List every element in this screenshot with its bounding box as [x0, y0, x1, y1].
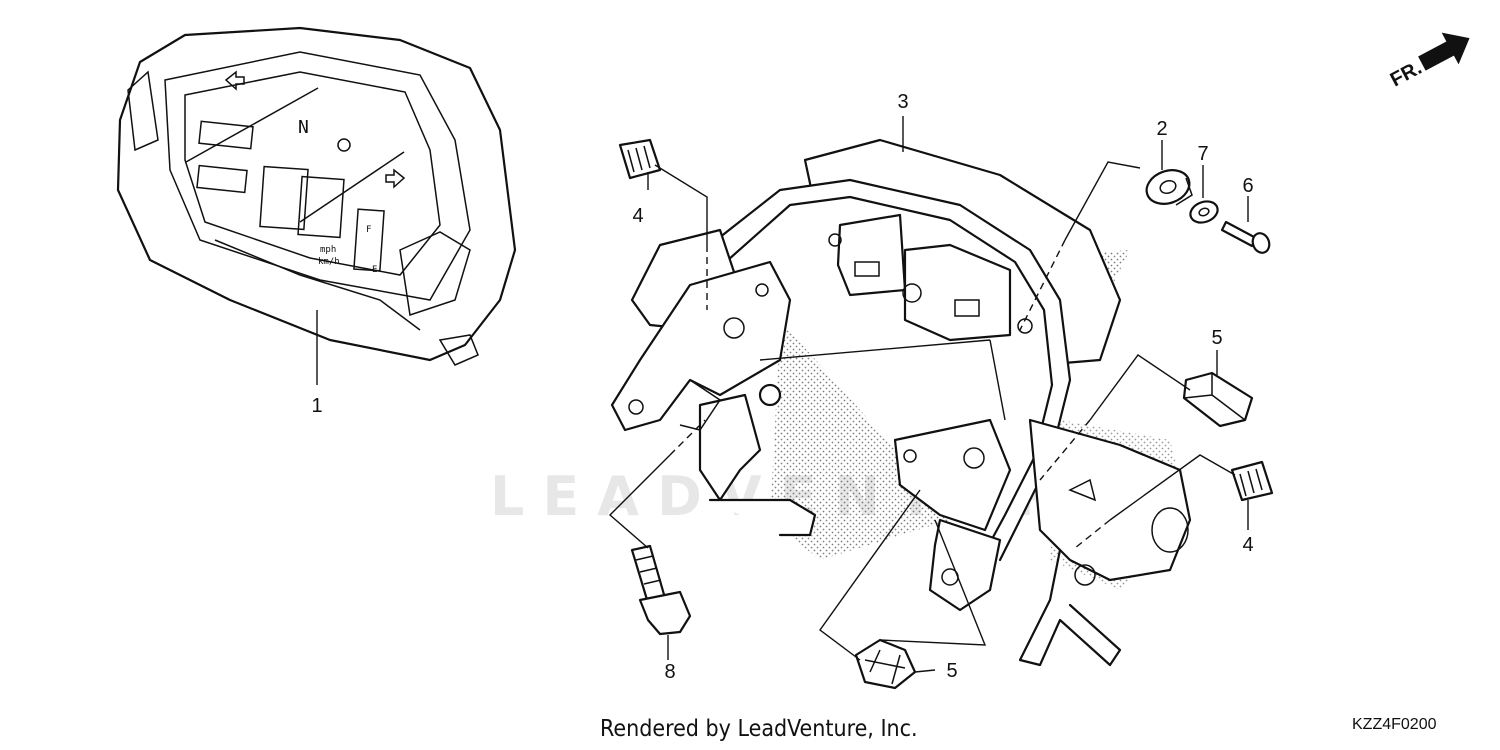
footer-credit: Rendered by LeadVenture, Inc. — [600, 716, 918, 742]
front-indicator: FR. — [1387, 32, 1470, 92]
callout-4-left: 4 — [632, 205, 643, 227]
fuel-full-label: F — [366, 225, 371, 235]
callout-5-lower: 5 — [946, 660, 957, 682]
callout-2: 2 — [1156, 118, 1167, 140]
arrow-front-icon — [1418, 32, 1470, 71]
callout-6: 6 — [1242, 175, 1253, 197]
callout-3: 3 — [897, 91, 908, 113]
flange-bolt[interactable] — [630, 544, 692, 636]
turn-left-icon — [224, 70, 245, 91]
callout-5-upper: 5 — [1211, 327, 1222, 349]
callout-4-right: 4 — [1242, 534, 1253, 556]
washer[interactable] — [1187, 198, 1220, 226]
rubber-mount[interactable] — [618, 138, 662, 180]
km-unit-label: km/h — [318, 257, 340, 267]
screw[interactable] — [1220, 220, 1272, 255]
diagram-code: KZZ4F0200 — [1352, 716, 1437, 733]
headlight-icon — [337, 138, 351, 152]
gear-indicator: N — [298, 117, 309, 138]
meter-cover-bracket[interactable] — [610, 138, 1192, 667]
meter-assembly[interactable]: N mph km/h F E — [116, 26, 517, 366]
callout-8: 8 — [664, 661, 675, 683]
fuel-empty-label: E — [372, 265, 377, 275]
leader-lines — [316, 116, 1249, 673]
callout-1: 1 — [311, 395, 322, 417]
speed-unit-label: mph — [320, 245, 336, 255]
wire-clamp-upper[interactable] — [1182, 371, 1254, 428]
rubber-mount-right[interactable] — [1230, 460, 1274, 502]
callout-7: 7 — [1197, 143, 1208, 165]
turn-right-icon — [385, 168, 406, 189]
front-label: FR. — [1387, 57, 1426, 92]
wire-clamp-lower[interactable] — [854, 638, 917, 690]
rubber-grommet[interactable] — [1142, 164, 1194, 209]
